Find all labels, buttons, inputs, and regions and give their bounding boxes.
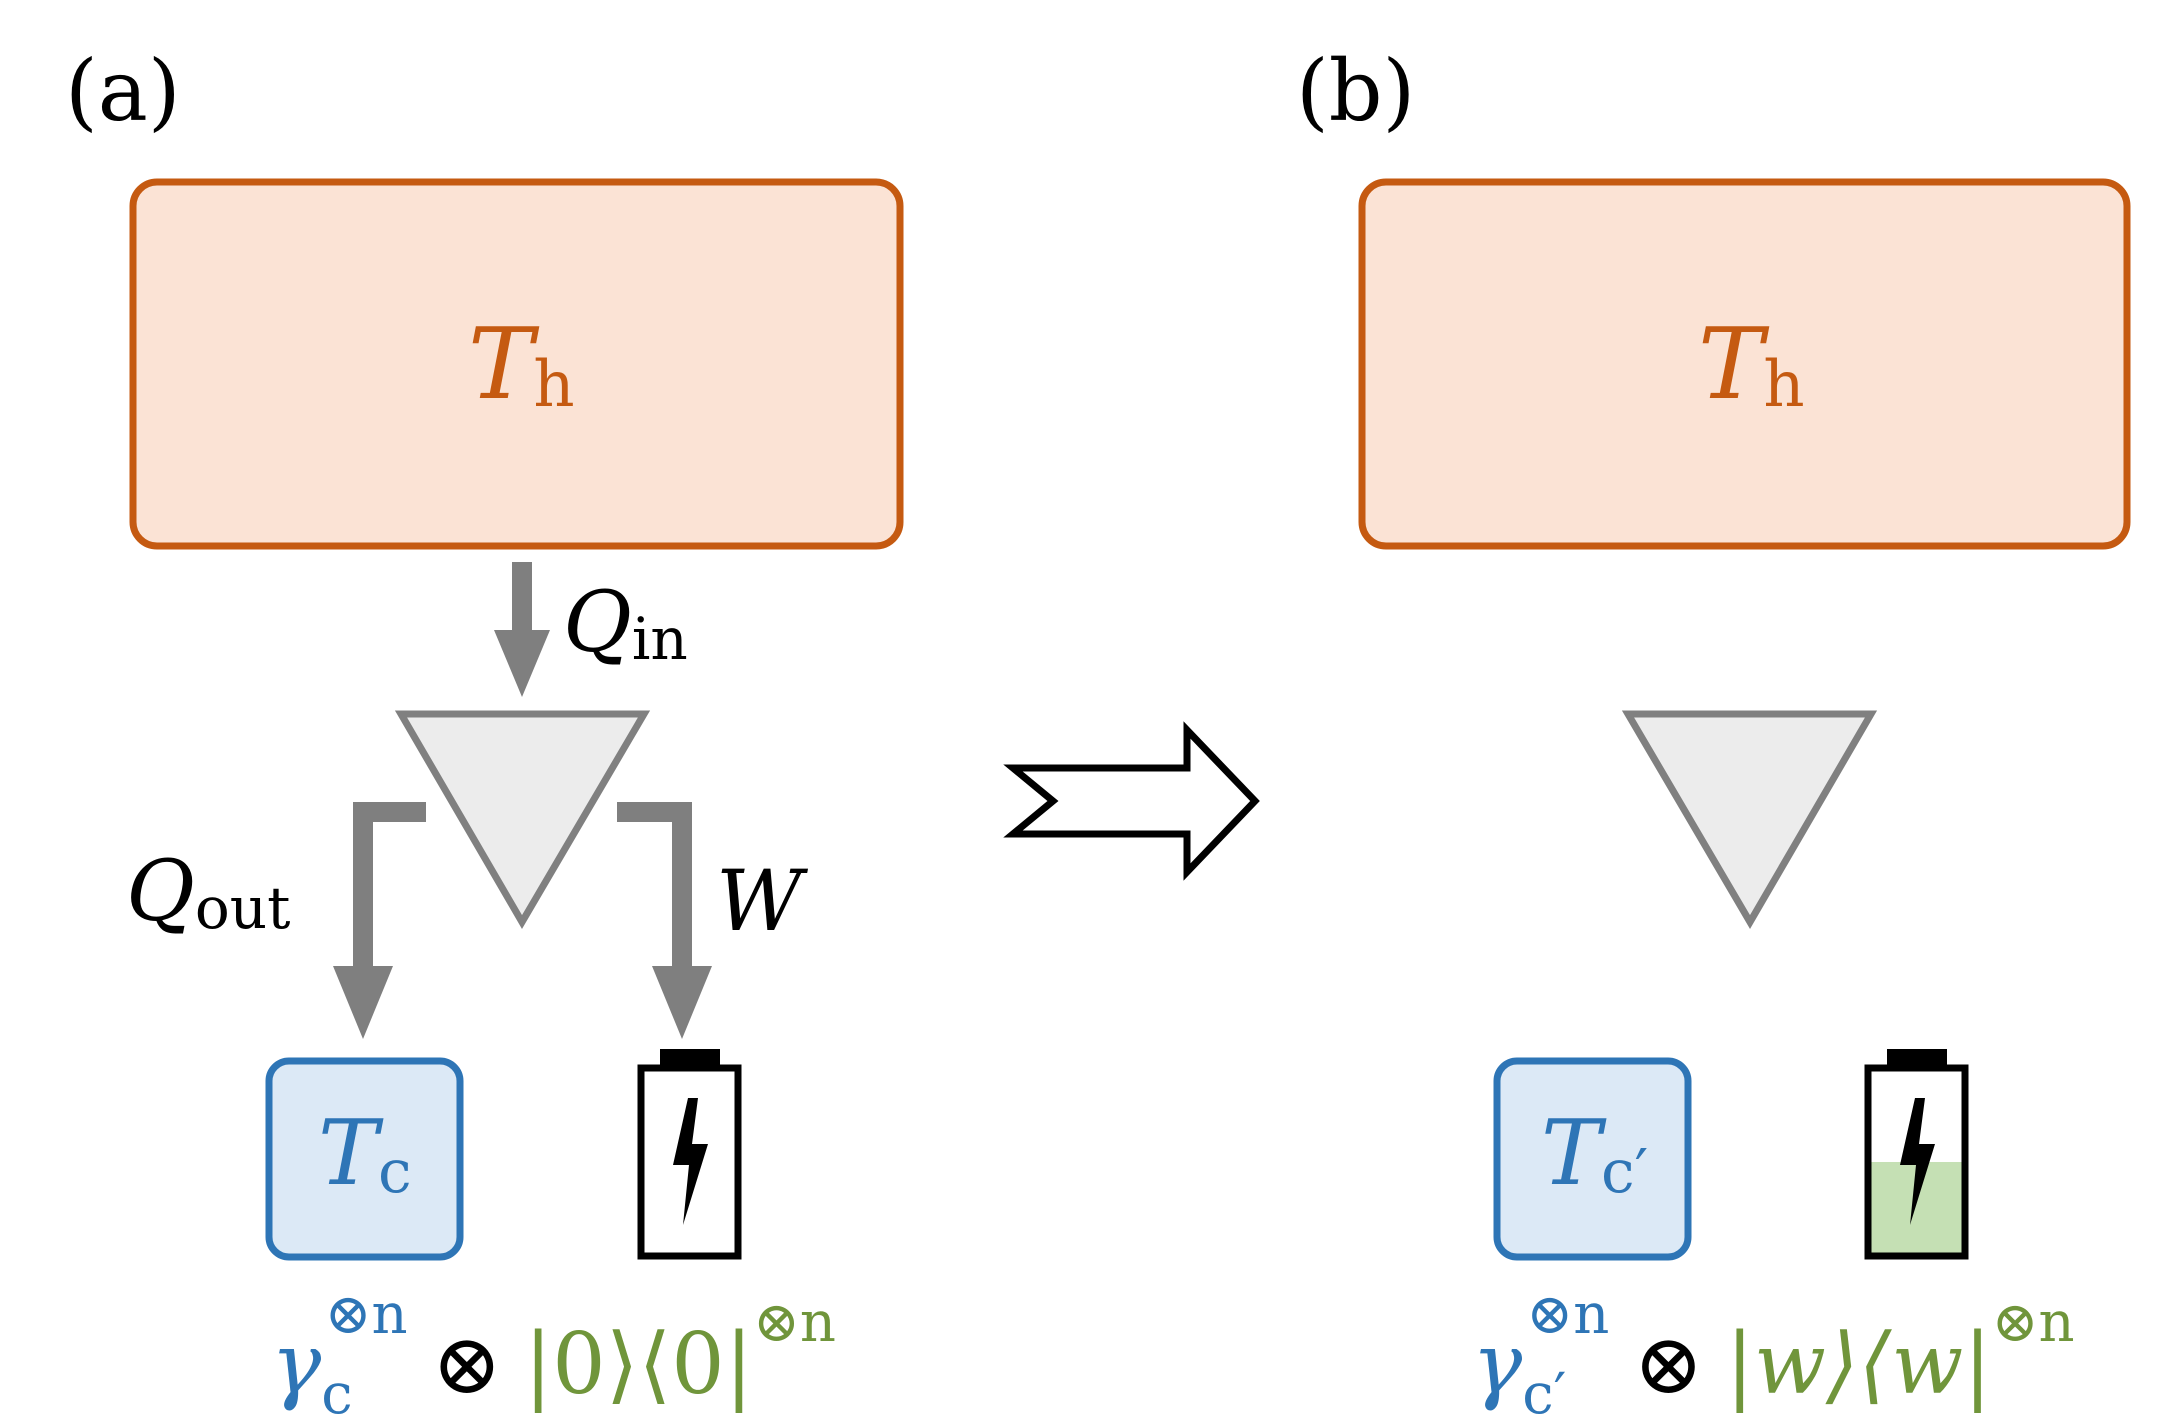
hot-reservoir-b-label: Th (1698, 308, 1805, 422)
work-arrow (617, 802, 712, 1039)
state-b: γc′⊗n⊗|w⟩⟨w|⊗n (1472, 1282, 2075, 1418)
heat-engine-a (394, 710, 651, 929)
panel-a: (a) Th Qin Qout W (65, 42, 904, 1418)
hot-reservoir-b (1358, 178, 2131, 550)
heat-out-arrow (333, 802, 426, 1039)
battery-a (637, 1049, 742, 1260)
heat-out-label: Qout (126, 842, 290, 942)
battery-b (1864, 1049, 1969, 1260)
heat-in-arrow (494, 562, 550, 697)
panel-b-label: (b) (1296, 42, 1415, 140)
hot-reservoir-a-label: Th (468, 308, 575, 422)
transition-arrow (1003, 721, 1260, 881)
panel-a-label: (a) (65, 42, 181, 140)
panel-b: (b) Th Tc′ γc′⊗n⊗|w⟩⟨w|⊗n (1296, 42, 2131, 1418)
heat-engine-b (1621, 710, 1878, 929)
work-label: W (716, 852, 809, 950)
cold-reservoir-a-label: Tc (318, 1101, 412, 1207)
cold-reservoir-b-label: Tc′ (1541, 1101, 1648, 1207)
state-a: γc⊗n⊗|0⟩⟨0|⊗n (271, 1282, 836, 1418)
cold-reservoir-b (1493, 1057, 1692, 1261)
lightning-bolt-icon (673, 1098, 708, 1225)
cold-reservoir-a (265, 1057, 464, 1261)
lightning-bolt-icon (1900, 1098, 1935, 1225)
heat-in-label: Qin (563, 573, 688, 673)
hot-reservoir-a (129, 178, 904, 550)
